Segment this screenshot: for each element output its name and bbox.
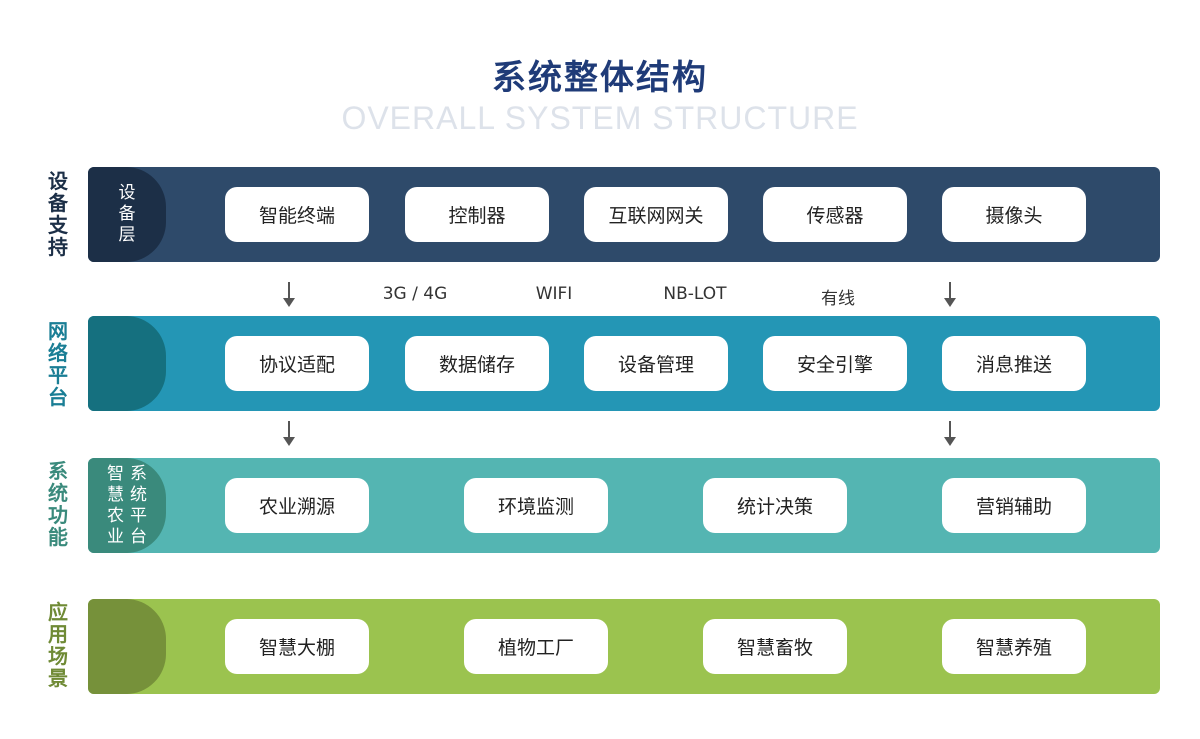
chip-controller[interactable]: 控制器 [405,187,549,242]
side-label-device-support: 设 备 支 持 [40,170,76,258]
chip-smart-greenhouse[interactable]: 智慧大棚 [225,619,369,674]
layer-band-network: 协议适配 数据储存 设备管理 安全引擎 消息推送 [88,316,1160,411]
side-label-char: 功 [48,503,68,527]
chip-environment-monitoring[interactable]: 环境监测 [464,478,608,533]
down-arrow-icon [942,282,958,308]
side-label-application-scenario: 应 用 场 景 [40,601,76,689]
side-label-char: 台 [48,385,68,409]
tag-char: 统 [130,484,147,505]
layer-tag-device: 设 备 层 [88,167,166,262]
side-label-char: 系 [48,459,68,483]
side-label-char: 支 [48,213,68,237]
side-label-char: 网 [48,319,68,343]
chip-sensor[interactable]: 传感器 [763,187,907,242]
side-label-char: 景 [48,666,68,690]
tag-char: 层 [118,225,136,245]
chip-protocol-adapter[interactable]: 协议适配 [225,336,369,391]
tag-char: 台 [130,526,147,547]
chip-plant-factory[interactable]: 植物工厂 [464,619,608,674]
network-label-3g4g: 3G / 4G [382,284,448,304]
down-arrow-icon [281,282,297,308]
tag-char: 智 [107,463,124,484]
layer-band-application: 智慧大棚 植物工厂 智慧畜牧 智慧养殖 [88,599,1160,694]
chip-marketing-assist[interactable]: 营销辅助 [942,478,1086,533]
chip-agri-traceability[interactable]: 农业溯源 [225,478,369,533]
side-label-char: 备 [48,191,68,215]
chip-smart-livestock[interactable]: 智慧畜牧 [703,619,847,674]
chip-data-storage[interactable]: 数据储存 [405,336,549,391]
layer-tag-network [88,316,166,411]
layer-band-device: 设 备 层 智能终端 控制器 互联网网关 传感器 摄像头 [88,167,1160,262]
tag-char: 农 [107,505,124,526]
side-label-char: 应 [48,600,68,624]
page-subtitle: OVERALL SYSTEM STRUCTURE [341,100,859,136]
chip-security-engine[interactable]: 安全引擎 [763,336,907,391]
tag-char: 系 [130,463,147,484]
side-label-char: 持 [48,235,68,259]
tag-char: 平 [130,505,147,526]
layer-tag-application [88,599,166,694]
tag-char: 备 [118,204,136,224]
side-label-char: 能 [48,525,68,549]
down-arrow-icon [942,421,958,447]
down-arrow-icon [281,421,297,447]
page-title: 系统整体结构 [492,58,708,98]
side-label-char: 统 [48,481,68,505]
side-label-network-platform: 网 络 平 台 [40,320,76,408]
tag-char: 慧 [107,484,124,505]
layer-tag-function: 系 统 平 台 智 慧 农 业 [88,458,166,553]
side-label-char: 设 [48,169,68,193]
chip-smart-aquaculture[interactable]: 智慧养殖 [942,619,1086,674]
side-label-char: 络 [48,341,68,365]
network-label-wifi: WIFI [535,284,573,304]
side-label-char: 场 [48,644,68,668]
chip-smart-terminal[interactable]: 智能终端 [225,187,369,242]
chip-camera[interactable]: 摄像头 [942,187,1086,242]
chip-gateway[interactable]: 互联网网关 [584,187,728,242]
chip-statistical-decision[interactable]: 统计决策 [703,478,847,533]
chip-device-management[interactable]: 设备管理 [584,336,728,391]
network-label-nblot: NB-LOT [663,284,727,304]
side-label-char: 平 [48,363,68,387]
tag-char: 业 [107,526,124,547]
tag-char: 设 [118,183,136,203]
side-label-system-function: 系 统 功 能 [40,460,76,548]
side-label-char: 用 [48,622,68,646]
network-label-wired: 有线 [821,289,855,309]
layer-band-function: 系 统 平 台 智 慧 农 业 农业溯源 环境监测 统计决策 营销辅助 [88,458,1160,553]
chip-message-push[interactable]: 消息推送 [942,336,1086,391]
